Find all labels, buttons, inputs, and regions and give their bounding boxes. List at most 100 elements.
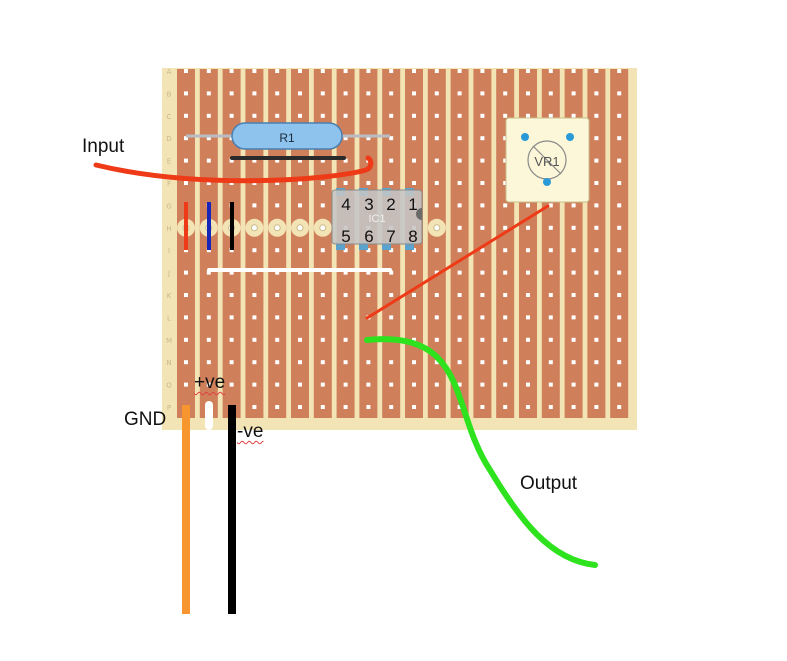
strip-hole (480, 337, 485, 342)
strip-hole (594, 293, 599, 297)
strip-hole (503, 270, 508, 275)
strip-hole (480, 136, 485, 141)
strip-hole (275, 113, 280, 118)
strip-hole (617, 91, 622, 96)
strip-hole (366, 360, 371, 365)
strip-hole (412, 181, 416, 185)
strip-hole (503, 113, 508, 118)
strip-hole (434, 158, 439, 163)
strip-hole (412, 360, 416, 365)
strip-hole (503, 91, 508, 96)
ic-pin-5: 5 (341, 227, 350, 246)
strip-hole (206, 270, 211, 275)
strip-hole (526, 382, 530, 387)
strip-hole (298, 181, 302, 185)
strip-hole (275, 405, 280, 409)
output-wire (364, 336, 598, 568)
strip-hole (343, 337, 348, 342)
strip-hole (343, 405, 348, 409)
strip-hole (594, 248, 599, 253)
strip-hole (343, 158, 348, 163)
strip-hole (412, 382, 416, 387)
strip-hole (457, 158, 462, 163)
strip-hole (548, 315, 553, 320)
strip-hole (480, 405, 485, 409)
strip-hole (617, 69, 622, 73)
strip-hole (229, 315, 234, 320)
strip-hole (320, 91, 325, 96)
strip-hole (184, 69, 188, 73)
pos-label: +ve (194, 372, 226, 393)
copper-strip (291, 69, 309, 418)
strip-hole (320, 113, 325, 118)
strip-hole (275, 382, 280, 387)
strip-hole (548, 203, 553, 208)
strip-hole (389, 270, 394, 275)
strip-hole (503, 293, 508, 297)
strip-hole (229, 293, 234, 297)
strip-hole (526, 225, 530, 230)
strip-hole (389, 405, 394, 409)
strip-hole (298, 158, 302, 163)
strip-hole (206, 136, 211, 141)
strip-hole (434, 181, 439, 185)
row-letter: G (166, 202, 171, 210)
strip-hole (434, 315, 439, 320)
strip-hole (298, 293, 302, 297)
ic-pin-7: 7 (386, 227, 395, 246)
resistor-r1: R1 (186, 122, 390, 150)
vr1-label: VR1 (534, 154, 559, 169)
row-letter: P (167, 404, 171, 412)
strip-hole (366, 270, 371, 275)
strip-hole (298, 113, 302, 118)
strip-hole (503, 203, 508, 208)
strip-hole (457, 181, 462, 185)
strip-hole (457, 248, 462, 253)
strip-hole (366, 136, 371, 141)
row-letter: H (166, 225, 171, 233)
strip-hole (480, 360, 485, 365)
strip-hole (366, 113, 371, 118)
strip-hole (594, 203, 599, 208)
strip-hole (480, 158, 485, 163)
strip-hole (617, 158, 622, 163)
strip-hole (457, 337, 462, 342)
strip-hole (594, 113, 599, 118)
strip-hole (503, 69, 508, 73)
strip-hole (526, 293, 530, 297)
strip-hole (366, 382, 371, 387)
strip-hole (229, 248, 234, 253)
strip-hole (389, 315, 394, 320)
copper-strip (245, 69, 264, 418)
copper-strip (587, 69, 606, 418)
strip-hole (320, 360, 325, 365)
strip-hole (617, 181, 622, 185)
strip-hole (617, 360, 622, 365)
strip-hole (434, 69, 439, 73)
strip-hole (412, 270, 416, 275)
strip-hole (320, 315, 325, 320)
strip-hole (229, 158, 234, 163)
strip-hole (617, 337, 622, 342)
strip-hole (320, 293, 325, 297)
strip-hole (298, 270, 302, 275)
strip-hole (412, 136, 416, 141)
strip-hole (184, 158, 188, 163)
ic1-label: IC1 (368, 213, 385, 225)
strip-hole (206, 181, 211, 185)
output-label: Output (520, 473, 578, 494)
strip-hole (434, 293, 439, 297)
strip-hole (229, 270, 234, 275)
strip-hole (594, 360, 599, 365)
row-letter: A (167, 68, 172, 76)
ic-pin-4: 4 (341, 195, 350, 214)
strip-hole (594, 315, 599, 320)
strip-hole (480, 91, 485, 96)
strip-hole (206, 91, 211, 96)
strip-hole (298, 405, 302, 409)
strip-hole (252, 293, 257, 297)
track-cut-hole (273, 224, 281, 232)
strip-hole (320, 158, 325, 163)
strip-hole (457, 225, 462, 230)
